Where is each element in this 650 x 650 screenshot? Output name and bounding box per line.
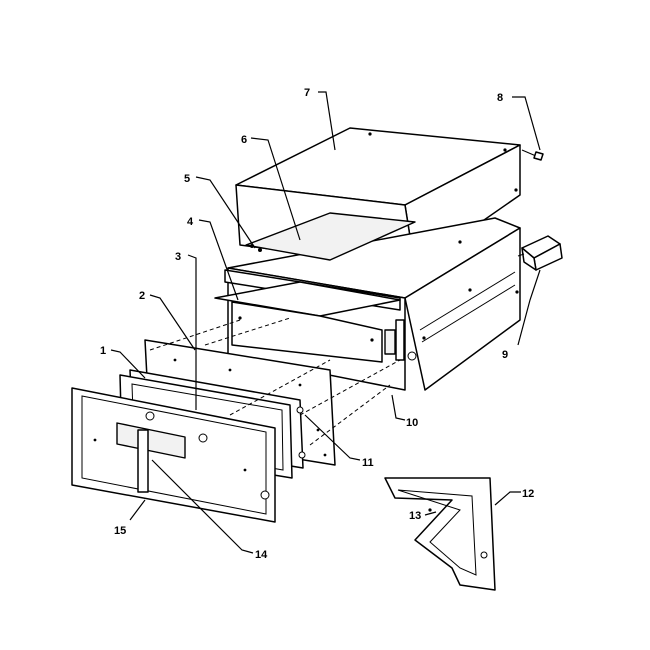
callout-11: 11 (362, 457, 374, 469)
callout-6: 6 (241, 134, 247, 146)
part-12-corner-bracket (384, 477, 496, 591)
callout-3: 3 (175, 251, 181, 263)
callout-4: 4 (187, 216, 194, 228)
callout-labels: 7 8 6 5 4 3 2 1 9 10 11 12 13 14 15 (100, 87, 534, 561)
callout-1: 1 (100, 345, 106, 357)
part-6-inner-plate (245, 212, 416, 261)
callout-9: 9 (502, 349, 508, 361)
callout-14: 14 (255, 549, 268, 561)
callout-5: 5 (184, 173, 190, 185)
part-15-front-panel (71, 387, 276, 523)
callout-7: 7 (304, 87, 310, 99)
leader-lines (110, 91, 541, 554)
callout-10: 10 (406, 417, 418, 429)
callout-12: 12 (522, 488, 534, 500)
callout-2: 2 (139, 290, 145, 302)
part-9-connector (517, 235, 563, 271)
callout-8: 8 (497, 92, 503, 104)
part-4-tray (214, 281, 401, 363)
callout-13: 13 (409, 510, 421, 522)
part-8-screw (521, 149, 544, 161)
callout-15: 15 (114, 525, 126, 537)
